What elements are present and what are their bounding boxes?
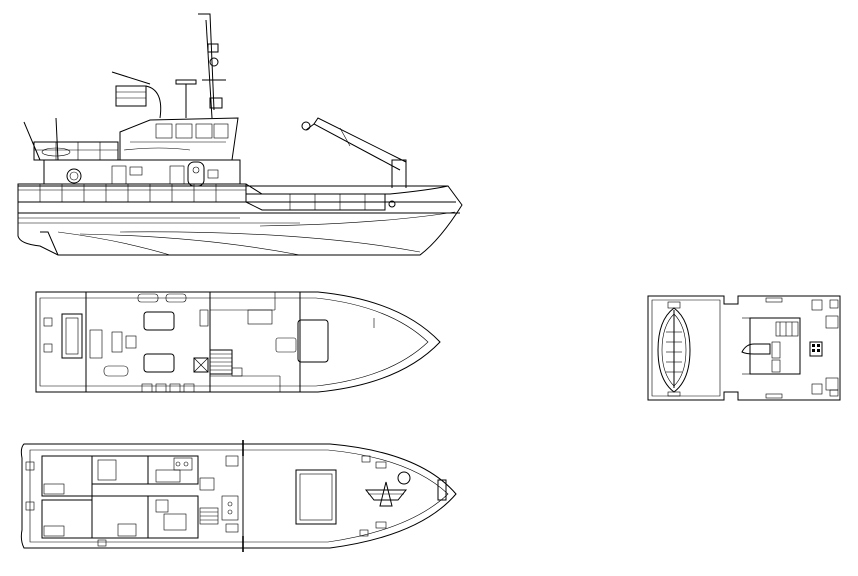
wheelhouse [119, 117, 239, 161]
cabin-4 [91, 495, 149, 539]
chain-locker [437, 479, 447, 501]
fwd-bulwark [245, 183, 386, 211]
cabin-1 [41, 455, 93, 497]
lower-deck-hull-outline [20, 443, 457, 549]
binnacle [809, 341, 823, 357]
deckhouse-plan [85, 291, 211, 393]
wheelhouse-window-1 [155, 123, 173, 139]
aft-davit [23, 121, 41, 161]
engine-stbd [143, 353, 175, 373]
lifebuoy [66, 168, 82, 184]
side-door [187, 161, 205, 187]
aft-door [111, 165, 127, 185]
side-elevation-view [17, 13, 463, 256]
wheelhouse-top-plan-view [647, 295, 841, 401]
skeg [40, 231, 59, 256]
main-mast [198, 13, 215, 111]
wheelhouse-roof [749, 317, 801, 375]
aft-top-railing [33, 141, 119, 161]
lower-deck-plan-view [20, 440, 457, 552]
crane-pedestal [391, 159, 407, 188]
crane-hook [301, 121, 311, 131]
crane-boom [313, 117, 407, 171]
galley [147, 455, 199, 485]
fwd-hold-hatch [295, 469, 337, 525]
fwd-deckhouse-plan [210, 291, 301, 392]
anchor-winch [364, 489, 408, 501]
wheelhouse-window-3 [195, 123, 213, 139]
aft-hatch [61, 313, 83, 359]
main-deck-plan-view [35, 291, 441, 393]
radar-arch [115, 85, 147, 107]
mess [147, 495, 199, 539]
fwd-hatch [297, 319, 329, 363]
radar-mast-base [741, 343, 771, 355]
main-deck-hull-outline [35, 291, 441, 393]
engine-port [143, 311, 175, 331]
hull-outline [17, 185, 463, 256]
wheelhouse-window-2 [175, 123, 193, 139]
aft-bulwark [17, 183, 247, 203]
radar-antenna [111, 71, 151, 85]
bow-sheer-line [246, 185, 449, 195]
top-deck-outline [647, 295, 841, 401]
cabin-2 [41, 499, 93, 539]
